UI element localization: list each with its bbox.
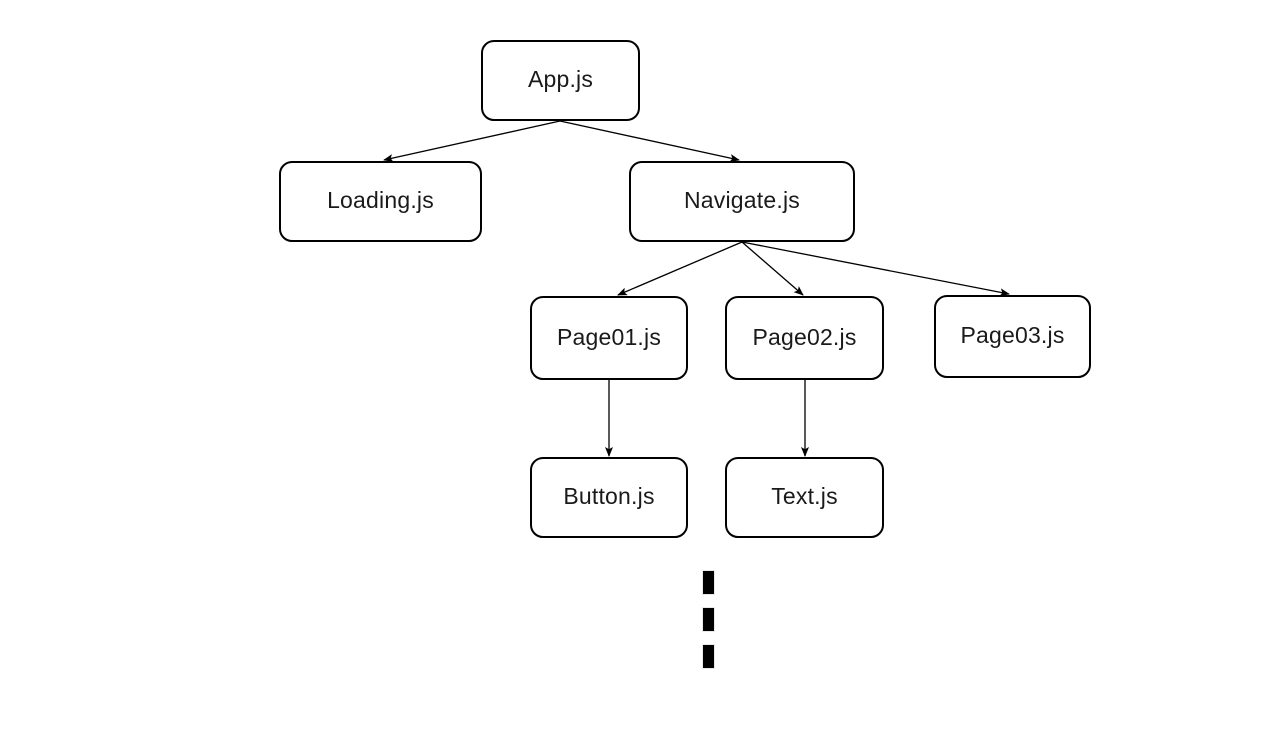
node-label-page01: Page01.js	[556, 323, 662, 350]
edge-navigate-to-page01	[617, 241, 743, 296]
node-label-button: Button.js	[563, 483, 655, 509]
edge-navigate-to-page03	[741, 241, 1010, 297]
edge-navigate-to-page02	[741, 241, 804, 296]
ellipsis-dot-1	[702, 570, 715, 595]
edge-app-to-loading	[383, 120, 561, 162]
node-text[interactable]: Text.js	[725, 457, 884, 538]
node-page03[interactable]: Page03.js	[934, 295, 1091, 378]
node-label-text: Text.js	[771, 483, 838, 509]
node-app[interactable]: App.js	[481, 40, 640, 121]
node-label-app: App.js	[527, 66, 594, 92]
node-label-page03: Page03.js	[960, 322, 1065, 348]
ellipsis-dot-3	[702, 644, 715, 669]
node-label-page02: Page02.js	[752, 323, 857, 350]
node-page01[interactable]: Page01.js	[530, 296, 688, 380]
node-label-loading: Loading.js	[327, 187, 434, 213]
node-label-navigate: Navigate.js	[684, 187, 800, 213]
node-navigate[interactable]: Navigate.js	[629, 161, 855, 242]
ellipsis-dot-2	[702, 607, 715, 632]
node-loading[interactable]: Loading.js	[279, 161, 482, 242]
node-page02[interactable]: Page02.js	[725, 296, 884, 380]
node-button[interactable]: Button.js	[530, 457, 688, 538]
edge-app-to-navigate	[559, 120, 740, 162]
